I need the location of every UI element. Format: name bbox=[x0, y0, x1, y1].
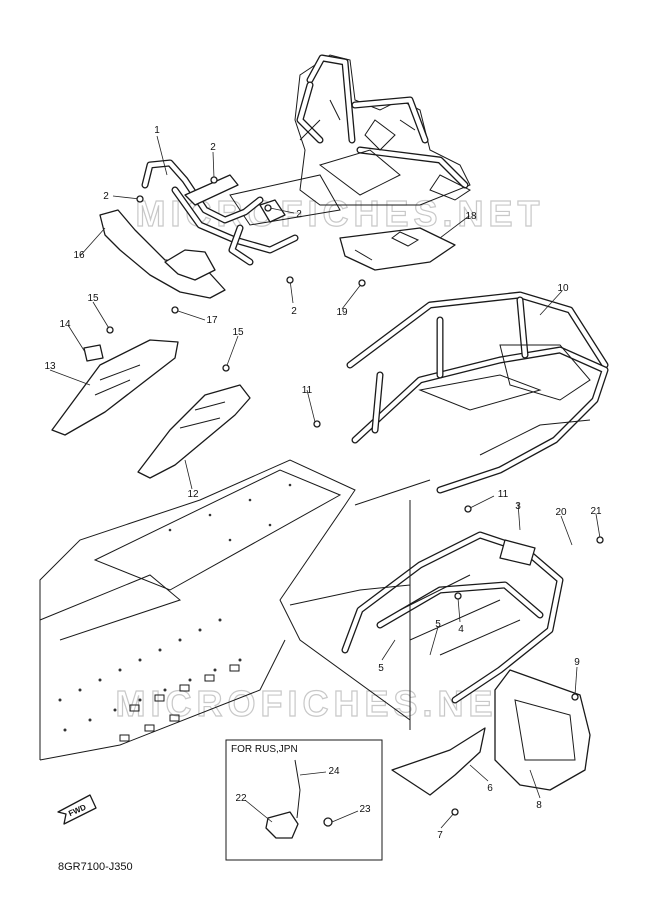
lower-body-drawing bbox=[39, 459, 431, 761]
callout-5: 5 bbox=[378, 663, 384, 674]
callout-22: 22 bbox=[235, 793, 247, 804]
callouts: 1 2 2 2 2 3 4 5 5 6 7 8 9 10 11 11 12 13… bbox=[44, 125, 602, 841]
callout-8: 8 bbox=[536, 800, 542, 811]
callout-7: 7 bbox=[437, 830, 443, 841]
mud-flap-8 bbox=[494, 669, 591, 791]
front-bumper-1 bbox=[141, 159, 299, 266]
callout-2: 2 bbox=[291, 306, 297, 317]
callout-23: 23 bbox=[359, 804, 371, 815]
main-frame-drawing bbox=[229, 54, 471, 226]
callout-14: 14 bbox=[59, 319, 71, 330]
callout-15: 15 bbox=[232, 327, 244, 338]
callout-9: 9 bbox=[574, 657, 580, 668]
callout-12: 12 bbox=[187, 489, 199, 500]
inset-title: FOR RUS,JPN bbox=[231, 744, 298, 755]
leader-lines bbox=[49, 135, 601, 829]
callout-18: 18 bbox=[465, 211, 477, 222]
bolts bbox=[106, 176, 604, 816]
callout-1: 1 bbox=[154, 125, 160, 136]
callout-4: 4 bbox=[458, 624, 464, 635]
callout-24: 24 bbox=[328, 766, 340, 777]
callout-3: 3 bbox=[515, 501, 521, 512]
carrier-3 bbox=[341, 531, 564, 704]
callout-10: 10 bbox=[557, 283, 569, 294]
side-guard-13 bbox=[51, 339, 179, 436]
callout-5: 5 bbox=[435, 619, 441, 630]
callout-13: 13 bbox=[44, 361, 56, 372]
callout-6: 6 bbox=[487, 783, 493, 794]
rear-frame-10 bbox=[346, 291, 609, 494]
callout-15: 15 bbox=[87, 293, 99, 304]
callout-16: 16 bbox=[73, 250, 85, 261]
callout-2: 2 bbox=[210, 142, 216, 153]
watermark-bottom: MICROFICHES.NET bbox=[115, 683, 524, 724]
diagram-code: 8GR7100-J350 bbox=[58, 861, 133, 873]
callout-19: 19 bbox=[336, 307, 348, 318]
callout-2: 2 bbox=[103, 191, 109, 202]
callout-21: 21 bbox=[590, 506, 602, 517]
callout-11: 11 bbox=[498, 489, 509, 500]
front-guard-16 bbox=[99, 209, 226, 299]
callout-20: 20 bbox=[555, 507, 567, 518]
cover-plate-6 bbox=[391, 727, 486, 796]
fwd-arrow: FWD bbox=[57, 794, 97, 825]
cover-18 bbox=[339, 227, 456, 271]
callout-2: 2 bbox=[296, 209, 302, 220]
callout-11: 11 bbox=[302, 385, 313, 396]
side-guard-12 bbox=[137, 384, 251, 479]
inset-box: FOR RUS,JPN bbox=[225, 739, 383, 861]
callout-17: 17 bbox=[206, 315, 218, 326]
